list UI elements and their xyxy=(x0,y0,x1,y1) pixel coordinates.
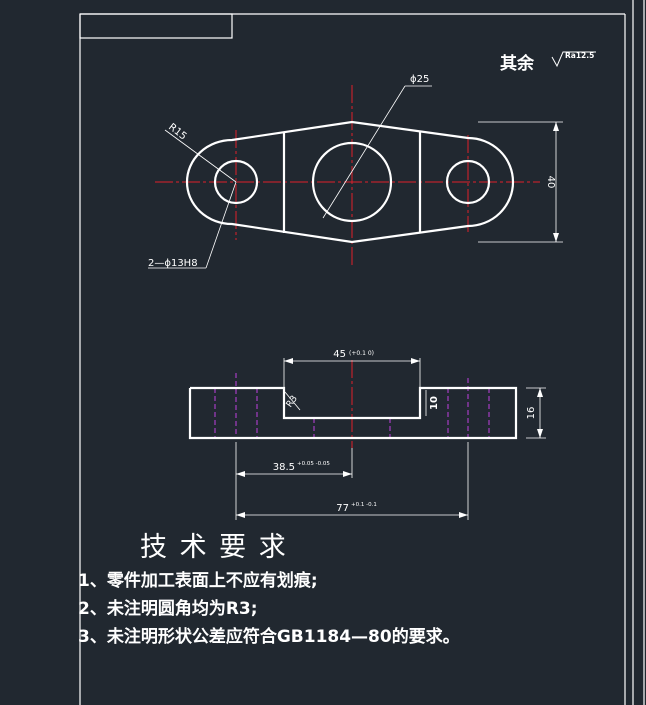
dim-thickness: 16 xyxy=(526,407,537,420)
tech-requirements-title: 技 术 要 求 xyxy=(140,532,288,563)
dim-height: 40 xyxy=(545,176,556,189)
dimension-lines-top xyxy=(148,85,563,269)
dim-half-span: 38.5 xyxy=(273,462,295,473)
top-view xyxy=(148,85,563,269)
dim-holes-small: 2—ϕ13H8 xyxy=(148,258,198,269)
title-corner-box xyxy=(79,13,233,39)
dim-full-span: 77 xyxy=(336,503,349,514)
roughness-symbol-icon xyxy=(551,51,596,68)
dim-half-span-tolerance: +0.05 -0.05 xyxy=(297,461,330,467)
dim-top-width-tolerance: (+0.1 0) xyxy=(349,350,374,357)
tech-requirement-1: 1、零件加工表面上不应有划痕; xyxy=(78,571,318,591)
dim-full-span-tolerance: +0.1 -0.1 xyxy=(351,502,377,508)
part-outline-top xyxy=(185,120,515,244)
dim-slot-depth: 10 xyxy=(429,396,440,410)
roughness-value: Ra12.5 xyxy=(565,51,594,60)
part-outline-front xyxy=(188,386,518,440)
sheet-frame xyxy=(79,0,645,705)
tech-requirement-3: 3、未注明形状公差应符合GB1184—80的要求。 xyxy=(78,627,460,647)
dimension-lines-front xyxy=(235,358,546,520)
dim-hole-large: ϕ25 xyxy=(410,74,429,85)
hidden-lines-front xyxy=(214,373,490,438)
tech-requirement-2: 2、未注明圆角均为R3; xyxy=(78,599,258,619)
front-view xyxy=(188,358,546,520)
centerlines-top xyxy=(155,85,540,268)
dim-top-width: 45 xyxy=(333,349,346,360)
roughness-label: 其余 xyxy=(500,54,534,74)
